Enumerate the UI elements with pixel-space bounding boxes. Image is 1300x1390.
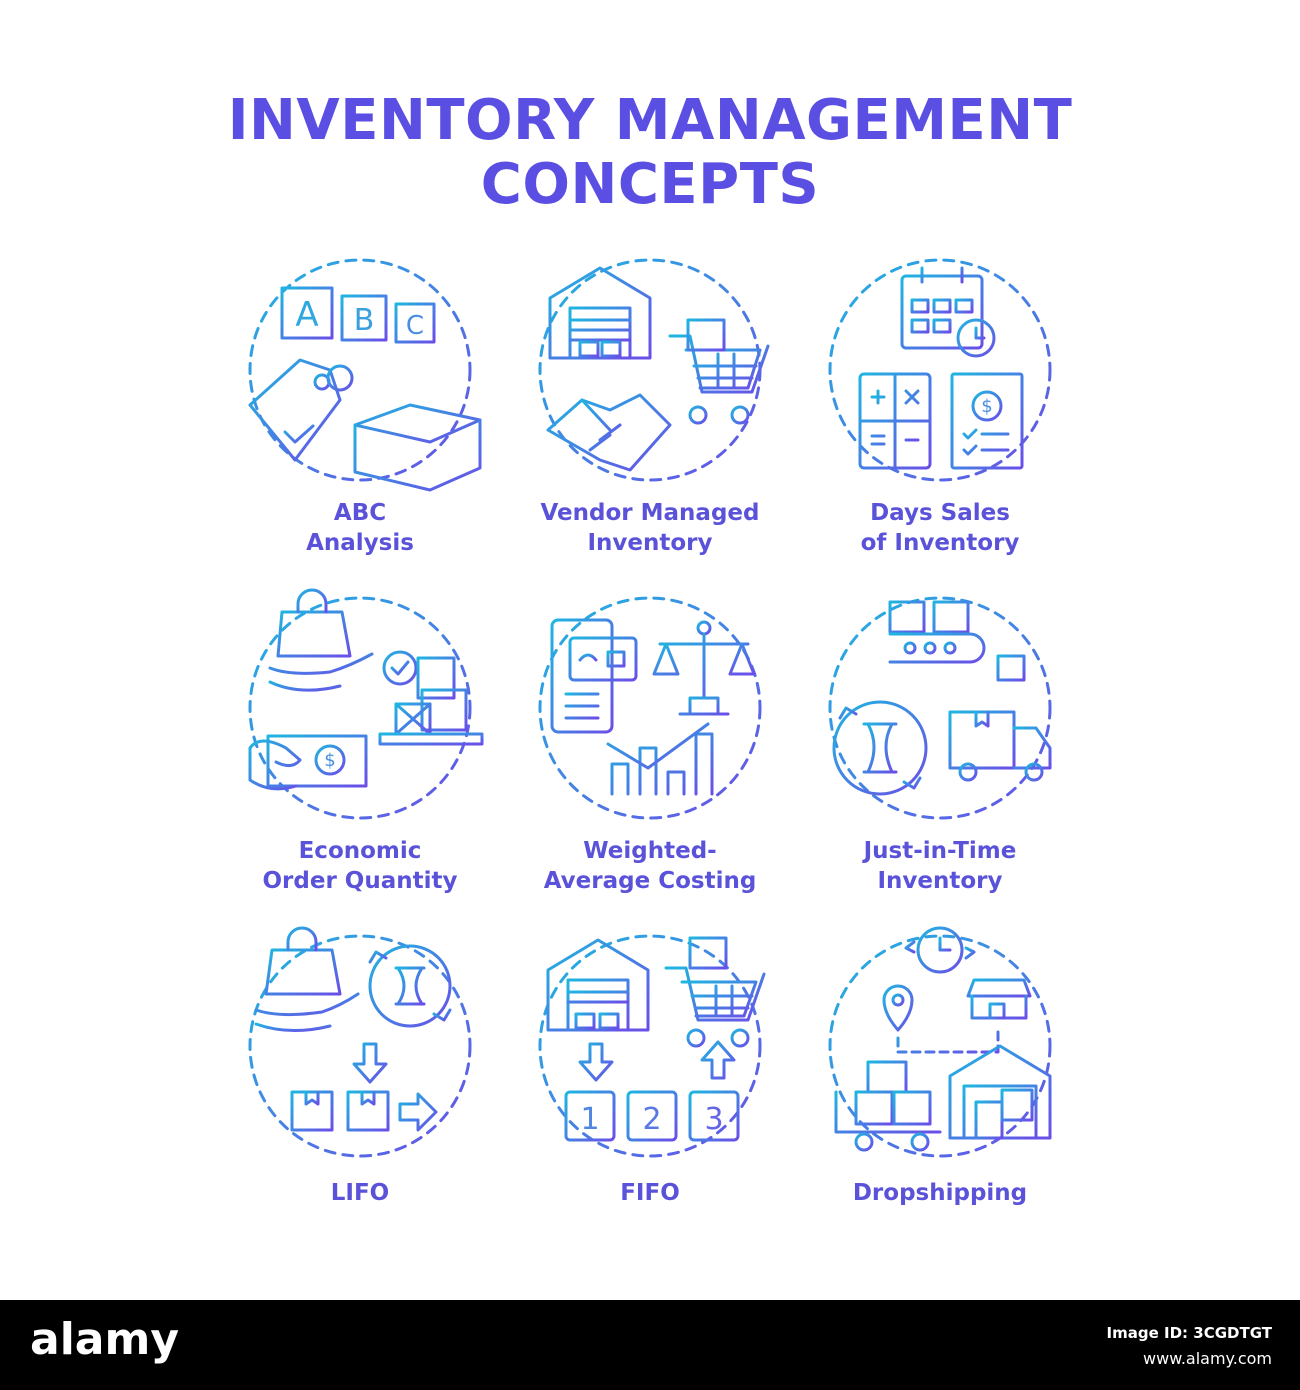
svg-text:1: 1 (580, 1102, 599, 1137)
alamy-logo: alamy (30, 1314, 179, 1365)
svg-text:C: C (406, 311, 424, 341)
economic-order-quantity-icon: $ (200, 548, 520, 868)
svg-text:2: 2 (642, 1102, 661, 1137)
watermark-footer: alamy Image ID: 3CGDTGT www.alamy.com (0, 1300, 1300, 1390)
fifo-icon: 1 2 3 (490, 886, 810, 1206)
svg-text:$: $ (981, 396, 992, 417)
footer-meta: Image ID: 3CGDTGT www.alamy.com (1107, 1320, 1272, 1372)
days-sales-icon: $ (780, 210, 1100, 530)
weighted-average-costing-icon (490, 548, 810, 868)
svg-text:A: A (295, 295, 318, 335)
dropshipping-icon (780, 886, 1100, 1206)
concept-label-weighted-average-costing: Weighted-Average Costing (543, 838, 757, 894)
lifo-icon (200, 886, 520, 1206)
svg-text:B: B (354, 303, 375, 338)
vendor-managed-inventory-icon (490, 210, 810, 530)
just-in-time-icon (780, 548, 1100, 868)
svg-text:$: $ (324, 750, 335, 771)
concept-label-dropshipping: Dropshipping (852, 1180, 1028, 1206)
page-title-line-1: INVENTORY MANAGEMENT (227, 88, 1073, 153)
svg-text:3: 3 (704, 1102, 723, 1137)
abc-analysis-icon: A B C (200, 210, 520, 530)
footer-url: www.alamy.com (1143, 1349, 1272, 1368)
concept-label-lifo: LIFO (330, 1180, 390, 1206)
image-id-text: Image ID: 3CGDTGT (1106, 1324, 1272, 1342)
page-title-line-2: CONCEPTS (480, 152, 820, 217)
concept-label-fifo: FIFO (620, 1180, 680, 1206)
